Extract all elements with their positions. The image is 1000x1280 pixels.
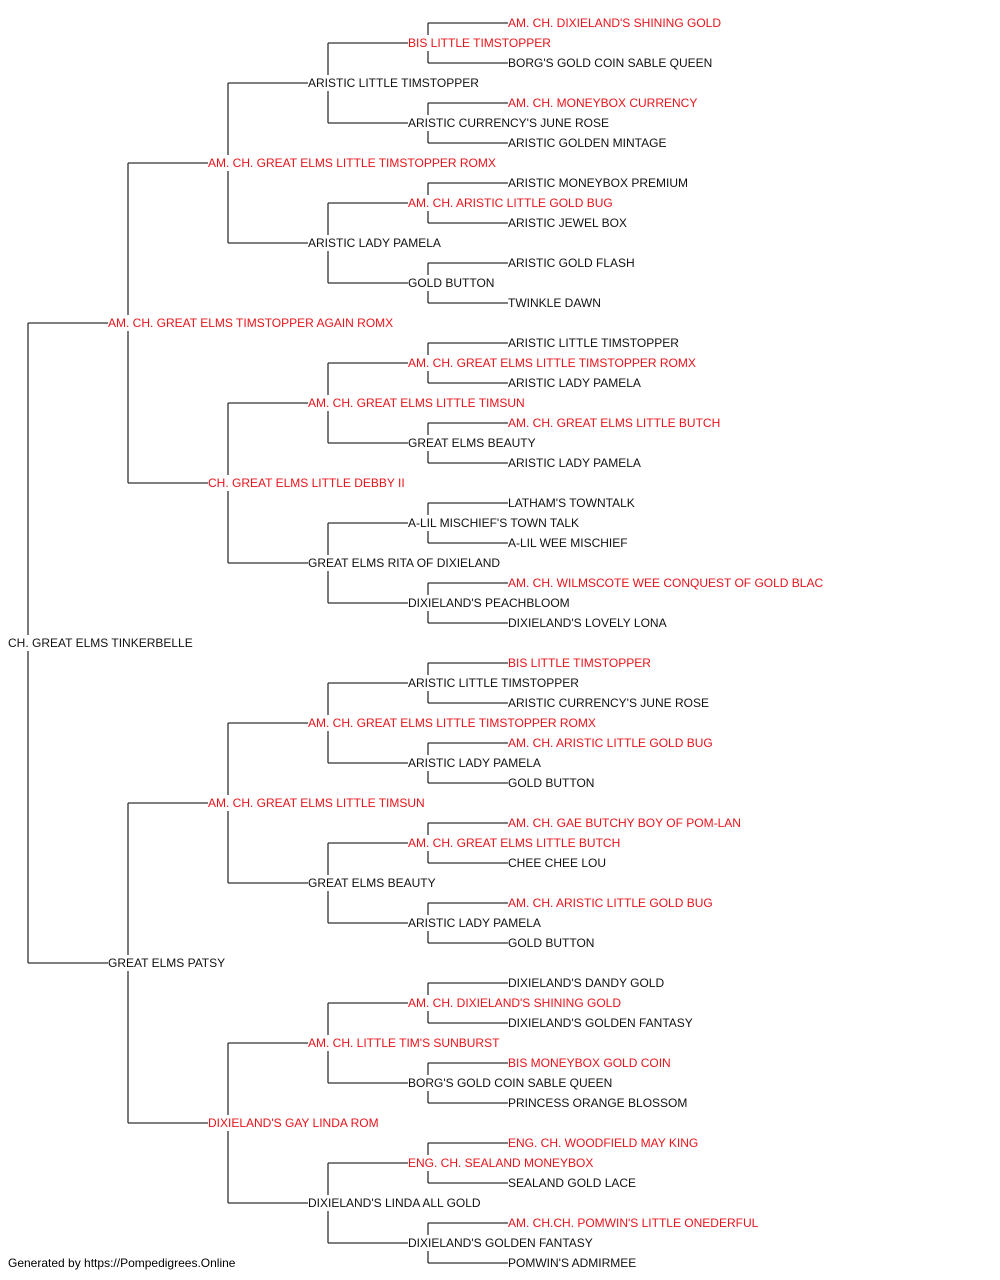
dog-name: BIS LITTLE TIMSTOPPER bbox=[408, 36, 551, 50]
dog-name: ARISTIC GOLD FLASH bbox=[508, 256, 635, 270]
dog-name: DIXIELAND'S DANDY GOLD bbox=[508, 976, 664, 990]
dog-name: AM. CH.CH. POMWIN'S LITTLE ONEDERFUL bbox=[508, 1216, 759, 1230]
dog-name: DIXIELAND'S GOLDEN FANTASY bbox=[408, 1236, 593, 1250]
dog-name: ARISTIC CURRENCY'S JUNE ROSE bbox=[408, 116, 609, 130]
dog-name: DIXIELAND'S PEACHBLOOM bbox=[408, 596, 570, 610]
dog-name: ARISTIC LITTLE TIMSTOPPER bbox=[508, 336, 679, 350]
dog-name: AM. CH. LITTLE TIM'S SUNBURST bbox=[308, 1036, 500, 1050]
dog-name: TWINKLE DAWN bbox=[508, 296, 601, 310]
dog-name: AM. CH. GREAT ELMS LITTLE TIMSUN bbox=[308, 396, 525, 410]
dog-name: PRINCESS ORANGE BLOSSOM bbox=[508, 1096, 687, 1110]
dog-name: BIS MONEYBOX GOLD COIN bbox=[508, 1056, 671, 1070]
dog-name: DIXIELAND'S GOLDEN FANTASY bbox=[508, 1016, 693, 1030]
dog-name: AM. CH. GREAT ELMS LITTLE BUTCH bbox=[508, 416, 720, 430]
dog-name: GOLD BUTTON bbox=[508, 936, 594, 950]
dog-name: ARISTIC JEWEL BOX bbox=[508, 216, 627, 230]
dog-name: ARISTIC CURRENCY'S JUNE ROSE bbox=[508, 696, 709, 710]
dog-name: GREAT ELMS BEAUTY bbox=[308, 876, 436, 890]
dog-name: ENG. CH. WOODFIELD MAY KING bbox=[508, 1136, 698, 1150]
dog-name: AM. CH. GREAT ELMS LITTLE TIMSTOPPER ROM… bbox=[408, 356, 696, 370]
dog-name: AM. CH. GREAT ELMS TIMSTOPPER AGAIN ROMX bbox=[108, 316, 393, 330]
dog-name: DIXIELAND'S GAY LINDA ROM bbox=[208, 1116, 379, 1130]
dog-name: AM. CH. GREAT ELMS LITTLE TIMSTOPPER ROM… bbox=[208, 156, 496, 170]
dog-name: A-LIL WEE MISCHIEF bbox=[508, 536, 628, 550]
dog-name: ARISTIC LITTLE TIMSTOPPER bbox=[308, 76, 479, 90]
footer-credit: Generated by https://Pompedigrees.Online bbox=[8, 1256, 236, 1270]
dog-name: AM. CH. GREAT ELMS LITTLE BUTCH bbox=[408, 836, 620, 850]
dog-name: ARISTIC LADY PAMELA bbox=[408, 916, 541, 930]
dog-name: GOLD BUTTON bbox=[408, 276, 494, 290]
dog-name: ARISTIC LADY PAMELA bbox=[408, 756, 541, 770]
dog-name: ARISTIC LADY PAMELA bbox=[508, 376, 641, 390]
dog-name: ARISTIC LITTLE TIMSTOPPER bbox=[408, 676, 579, 690]
dog-name: SEALAND GOLD LACE bbox=[508, 1176, 636, 1190]
dog-name: AM. CH. GREAT ELMS LITTLE TIMSUN bbox=[208, 796, 425, 810]
dog-name: AM. CH. GAE BUTCHY BOY OF POM-LAN bbox=[508, 816, 741, 830]
dog-name: AM. CH. GREAT ELMS LITTLE TIMSTOPPER ROM… bbox=[308, 716, 596, 730]
dog-name: ARISTIC GOLDEN MINTAGE bbox=[508, 136, 666, 150]
dog-name: CH. GREAT ELMS TINKERBELLE bbox=[8, 636, 193, 650]
dog-name: ARISTIC LADY PAMELA bbox=[308, 236, 441, 250]
dog-name: CH. GREAT ELMS LITTLE DEBBY II bbox=[208, 476, 405, 490]
dog-name: AM. CH. WILMSCOTE WEE CONQUEST OF GOLD B… bbox=[508, 576, 823, 590]
dog-name: DIXIELAND'S LINDA ALL GOLD bbox=[308, 1196, 481, 1210]
dog-name: ARISTIC LADY PAMELA bbox=[508, 456, 641, 470]
dog-name: AM. CH. ARISTIC LITTLE GOLD BUG bbox=[508, 736, 713, 750]
dog-name: DIXIELAND'S LOVELY LONA bbox=[508, 616, 667, 630]
dog-name: AM. CH. ARISTIC LITTLE GOLD BUG bbox=[408, 196, 613, 210]
dog-name: AM. CH. DIXIELAND'S SHINING GOLD bbox=[408, 996, 621, 1010]
dog-name: BORG'S GOLD COIN SABLE QUEEN bbox=[508, 56, 712, 70]
dog-name: POMWIN'S ADMIRMEE bbox=[508, 1256, 636, 1270]
dog-name: BIS LITTLE TIMSTOPPER bbox=[508, 656, 651, 670]
dog-name: AM. CH. MONEYBOX CURRENCY bbox=[508, 96, 697, 110]
dog-name: AM. CH. DIXIELAND'S SHINING GOLD bbox=[508, 16, 721, 30]
dog-name: A-LIL MISCHIEF'S TOWN TALK bbox=[408, 516, 579, 530]
dog-name: AM. CH. ARISTIC LITTLE GOLD BUG bbox=[508, 896, 713, 910]
dog-name: GREAT ELMS RITA OF DIXIELAND bbox=[308, 556, 500, 570]
dog-name: GREAT ELMS PATSY bbox=[108, 956, 225, 970]
dog-name: BORG'S GOLD COIN SABLE QUEEN bbox=[408, 1076, 612, 1090]
dog-name: ARISTIC MONEYBOX PREMIUM bbox=[508, 176, 688, 190]
dog-name: LATHAM'S TOWNTALK bbox=[508, 496, 635, 510]
dog-name: CHEE CHEE LOU bbox=[508, 856, 606, 870]
dog-name: ENG. CH. SEALAND MONEYBOX bbox=[408, 1156, 593, 1170]
dog-name: GREAT ELMS BEAUTY bbox=[408, 436, 536, 450]
dog-name: GOLD BUTTON bbox=[508, 776, 594, 790]
